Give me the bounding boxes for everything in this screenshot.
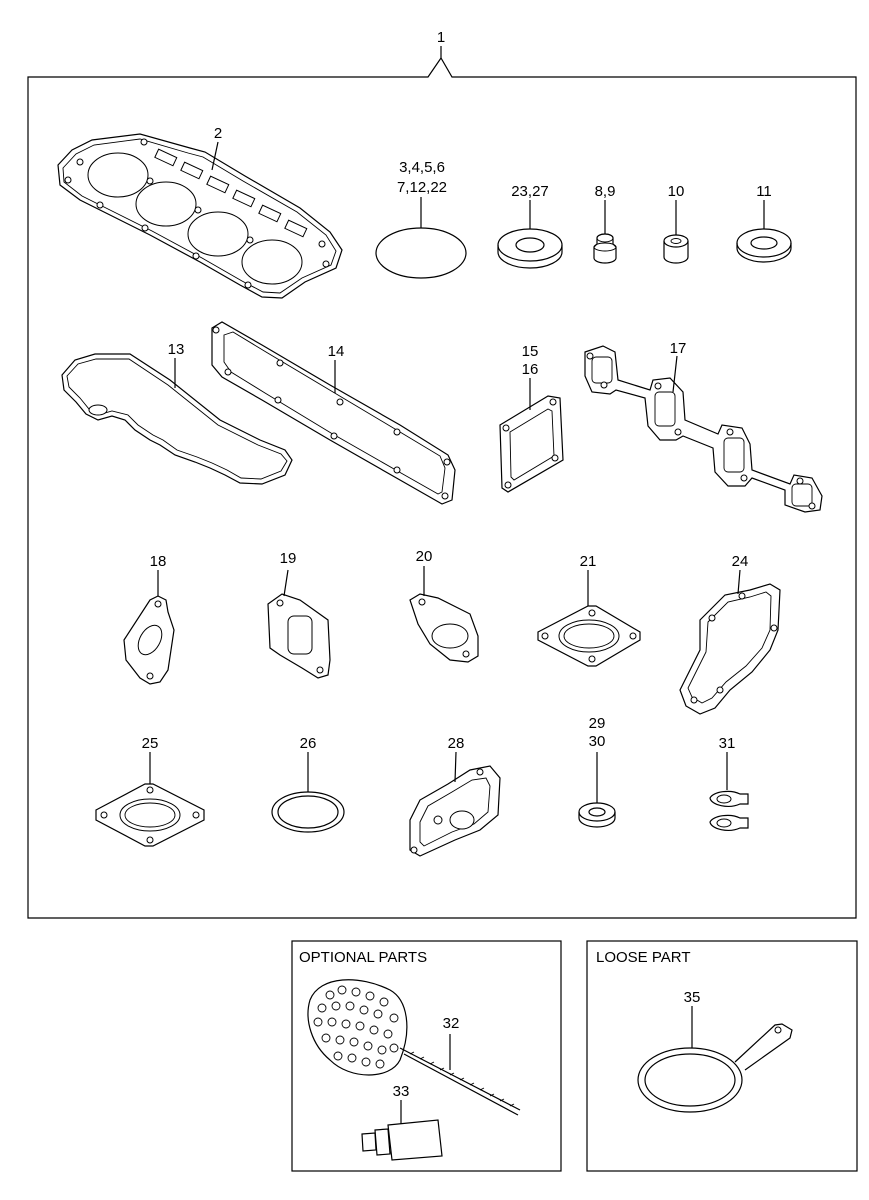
part-2-head-gasket: 2 <box>57 125 343 299</box>
part-19-gasket: 19 <box>267 550 331 679</box>
part-3-o-ring: 3,4,5,6 7,12,22 <box>375 159 467 279</box>
label-part-2: 2 <box>214 125 222 142</box>
optional-parts-title: OPTIONAL PARTS <box>299 949 427 966</box>
label-part-30: 30 <box>589 733 606 750</box>
label-part-24: 24 <box>732 553 749 570</box>
part-14-manifold-gasket: 14 <box>211 321 456 505</box>
label-part-15: 15 <box>522 343 539 360</box>
part-17-exhaust-gasket: 17 <box>584 340 823 513</box>
part-32-brush: 32 <box>307 979 521 1116</box>
optional-parts-box: OPTIONAL PARTS 32 <box>291 940 562 1172</box>
part-29-washer: 29 30 <box>578 715 616 828</box>
label-part-21: 21 <box>580 553 597 570</box>
part-24-water-pump-gasket: 24 <box>679 553 781 715</box>
label-part-33: 33 <box>393 1083 410 1100</box>
label-part-3-line1: 3,4,5,6 <box>399 159 445 176</box>
label-part-29: 29 <box>589 715 606 732</box>
label-part-31: 31 <box>719 735 736 752</box>
label-part-19: 19 <box>280 550 297 567</box>
label-part-20: 20 <box>416 548 433 565</box>
part-31-washers: 31 <box>709 735 749 831</box>
main-kit-frame: 1 <box>27 29 857 919</box>
part-25-gasket: 25 <box>95 735 205 847</box>
part-15-square-gasket: 15 16 <box>499 343 564 493</box>
part-8-valve-seal: 8,9 <box>593 183 617 264</box>
part-23-seal: 23,27 <box>497 183 563 269</box>
label-part-26: 26 <box>300 735 317 752</box>
label-part-14: 14 <box>328 343 345 360</box>
loose-part-title: LOOSE PART <box>596 949 690 966</box>
part-21-gasket: 21 <box>537 553 641 667</box>
part-35-filter-wrench: 35 <box>637 989 793 1113</box>
label-part-32: 32 <box>443 1015 460 1032</box>
label-part-23: 23,27 <box>511 183 549 200</box>
label-part-10: 10 <box>668 183 685 200</box>
loose-part-box: LOOSE PART 35 <box>586 940 858 1172</box>
part-13-cover-gasket: 13 <box>61 341 293 485</box>
label-part-13: 13 <box>168 341 185 358</box>
label-part-8: 8,9 <box>595 183 616 200</box>
part-33-sealant-tube: 33 <box>361 1083 443 1161</box>
part-11-washer: 11 <box>736 183 792 263</box>
label-part-25: 25 <box>142 735 159 752</box>
label-part-16: 16 <box>522 361 539 378</box>
part-20-gasket: 20 <box>409 548 479 663</box>
part-10-bush: 10 <box>663 183 689 264</box>
label-part-11: 11 <box>756 183 772 200</box>
label-kit: 1 <box>437 29 445 46</box>
part-26-ring-gasket: 26 <box>271 735 345 833</box>
part-18-gasket: 18 <box>123 553 175 685</box>
label-part-3-line2: 7,12,22 <box>397 179 447 196</box>
label-part-18: 18 <box>150 553 167 570</box>
label-part-35: 35 <box>684 989 701 1006</box>
part-28-cover-gasket: 28 <box>409 735 501 857</box>
label-part-28: 28 <box>448 735 465 752</box>
label-part-17: 17 <box>670 340 687 357</box>
